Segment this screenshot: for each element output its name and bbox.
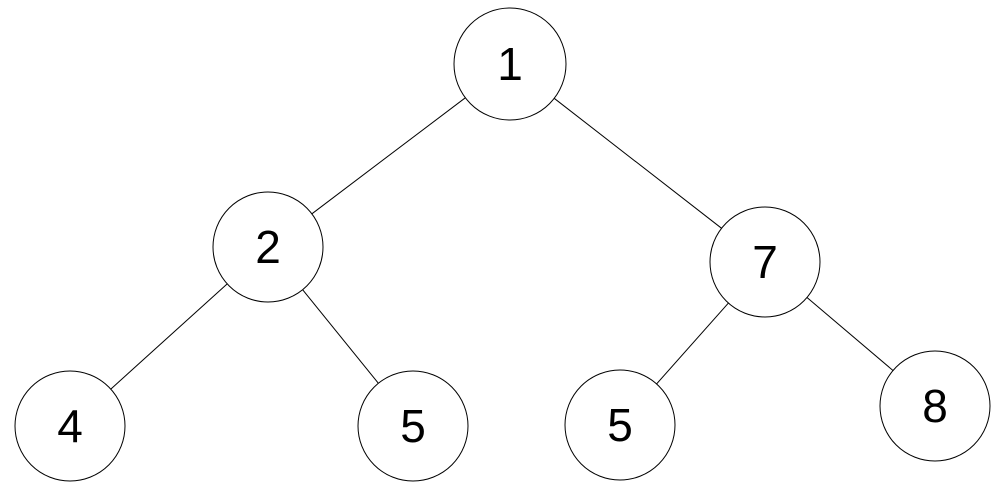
node-circle-right-left — [564, 369, 676, 481]
tree-node-right-right: 8 — [879, 350, 991, 462]
node-label-right: 7 — [752, 236, 778, 288]
tree-node-left: 2 — [212, 191, 324, 303]
tree-node-root: 1 — [453, 7, 567, 121]
tree-node-left-left: 4 — [14, 370, 126, 482]
node-label-left-left: 4 — [57, 400, 83, 452]
node-label-right-right: 8 — [922, 380, 948, 432]
tree-edge-root-to-right — [553, 97, 722, 229]
node-label-root: 1 — [497, 38, 523, 90]
tree-edge-left-to-left-right — [302, 289, 379, 384]
tree-edge-left-to-left-left — [110, 283, 228, 390]
tree-edge-right-to-right-left — [656, 302, 729, 385]
node-circle-right — [709, 206, 821, 318]
node-label-right-left: 5 — [607, 399, 633, 451]
node-label-left: 2 — [255, 221, 281, 273]
node-circle-left-left — [14, 370, 126, 482]
node-circle-left — [212, 191, 324, 303]
node-circle-left-right — [357, 370, 469, 482]
tree-node-right-left: 5 — [564, 369, 676, 481]
node-circle-root — [453, 7, 567, 121]
node-circle-right-right — [879, 350, 991, 462]
tree-node-left-right: 5 — [357, 370, 469, 482]
tree-edge-root-to-left — [311, 97, 466, 215]
node-label-left-right: 5 — [400, 400, 426, 452]
tree-edge-right-to-right-right — [806, 297, 894, 371]
tree-node-right: 7 — [709, 206, 821, 318]
